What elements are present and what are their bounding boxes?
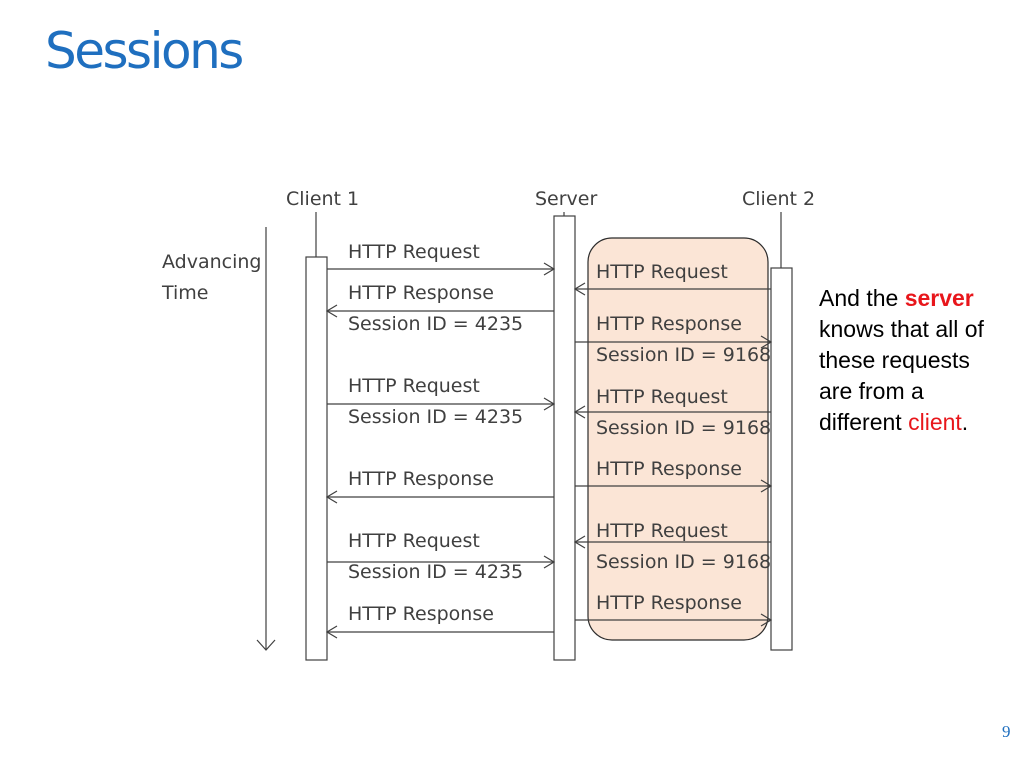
client1-message-label-3-1: HTTP Request bbox=[348, 375, 480, 397]
client1-message-label-2-2: Session ID = 4235 bbox=[348, 313, 523, 335]
client1-arrow-5-head bbox=[543, 555, 556, 569]
note-client-word: client bbox=[908, 409, 962, 435]
client1-message-label-3-2: Session ID = 4235 bbox=[348, 406, 523, 428]
actor-label-client1: Client 1 bbox=[286, 188, 359, 210]
client1-arrow-1-head bbox=[543, 262, 556, 276]
actor-label-server: Server bbox=[535, 188, 597, 210]
client2-message-label-2-1: HTTP Response bbox=[596, 313, 742, 335]
note-text-2: knows that all of these requests are fro… bbox=[819, 316, 984, 435]
time-axis-label-line1: Advancing bbox=[162, 251, 261, 273]
client2-session-highlight bbox=[587, 237, 769, 641]
client1-message-label-5-2: Session ID = 4235 bbox=[348, 561, 523, 583]
actor-label-client2: Client 2 bbox=[742, 188, 815, 210]
client1-message-label-6-1: HTTP Response bbox=[348, 603, 494, 625]
client2-message-label-5-2: Session ID = 9168 bbox=[596, 551, 771, 573]
client2-message-label-4-1: HTTP Response bbox=[596, 458, 742, 480]
client2-arrow-3-head bbox=[573, 405, 586, 419]
client1-arrow-6-head bbox=[325, 625, 338, 639]
client2-arrow-1-head bbox=[573, 282, 586, 296]
client2-message-label-3-2: Session ID = 9168 bbox=[596, 417, 771, 439]
client1-message-label-5-1: HTTP Request bbox=[348, 530, 480, 552]
client2-arrow-2-head bbox=[760, 335, 773, 349]
client1-arrow-2-head bbox=[325, 304, 338, 318]
client2-arrow-5-head bbox=[573, 535, 586, 549]
server-activation-bar bbox=[553, 215, 576, 661]
client2-message-label-5-1: HTTP Request bbox=[596, 520, 728, 542]
client2-message-label-2-2: Session ID = 9168 bbox=[596, 344, 771, 366]
client1-message-label-2-1: HTTP Response bbox=[348, 282, 494, 304]
client2-arrow-6-head bbox=[760, 613, 773, 627]
client2-message-label-6-1: HTTP Response bbox=[596, 592, 742, 614]
client1-message-label-1-1: HTTP Request bbox=[348, 241, 480, 263]
time-axis-label-line2: Time bbox=[161, 282, 209, 304]
session-sequence-diagram: Client 1 Server Client 2 Advancing Time … bbox=[160, 185, 832, 663]
client2-arrow-4-head bbox=[760, 479, 773, 493]
note-server-word: server bbox=[904, 285, 974, 311]
note-text-3: . bbox=[961, 409, 969, 435]
time-axis-arrowhead bbox=[256, 639, 276, 651]
note-text-1: And the bbox=[819, 285, 905, 311]
slide-title: Sessions bbox=[45, 22, 244, 80]
side-note: And the server knows that all of these r… bbox=[819, 283, 1004, 438]
client1-message-label-4-1: HTTP Response bbox=[348, 468, 494, 490]
client1-arrow-3-head bbox=[543, 397, 556, 411]
diagram-canvas: Client 1 Server Client 2 Advancing Time … bbox=[161, 188, 815, 661]
client2-message-label-1-1: HTTP Request bbox=[596, 261, 728, 283]
page-number: 9 bbox=[1002, 722, 1011, 741]
client1-arrow-4-head bbox=[325, 490, 338, 504]
client2-message-label-3-1: HTTP Request bbox=[596, 386, 728, 408]
client1-activation-bar bbox=[305, 256, 328, 661]
client2-activation-bar bbox=[770, 267, 793, 651]
